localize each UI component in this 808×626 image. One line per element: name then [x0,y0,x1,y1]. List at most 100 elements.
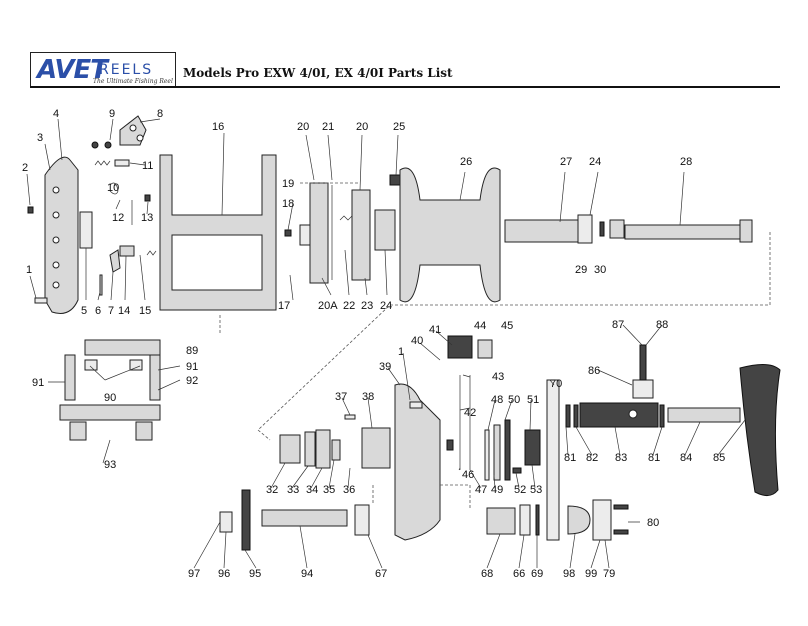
bearing-67 [354,504,370,536]
knob-45 [477,339,493,359]
label-80: 80 [647,517,659,529]
label-22: 22 [343,300,355,312]
part-25 [389,174,401,186]
label-81b: 81 [648,452,660,464]
label-87: 87 [612,319,624,331]
label-24: 24 [589,156,601,168]
pinion-94 [261,509,348,527]
label-90: 90 [104,392,116,404]
part-39 [409,401,423,409]
nut-90b [129,359,143,371]
label-46: 46 [462,469,474,481]
label-49: 49 [491,484,503,496]
part-99 [592,499,612,541]
clamp-screw-93a [69,421,87,441]
label-20b: 20 [356,121,368,133]
label-8: 8 [157,108,163,120]
label-38: 38 [362,391,374,403]
label-43: 43 [492,371,504,383]
handle-arm-83 [579,402,659,428]
screw-80b [613,529,629,535]
bearing-24 [374,209,396,251]
part-2 [27,206,34,214]
part-97 [219,511,233,533]
label-95: 95 [249,568,261,580]
shaft-27 [504,219,581,243]
label-10: 10 [107,182,119,194]
shaft-84 [667,407,741,423]
label-34: 34 [306,484,318,496]
part-32 [279,434,301,464]
label-12: 12 [112,212,124,224]
label-2: 2 [22,162,28,174]
label-29: 29 [575,264,587,276]
cap-98 [567,505,591,535]
label-21: 21 [322,121,334,133]
label-88: 88 [656,319,668,331]
knob-51 [524,429,541,466]
part-86 [632,379,654,399]
label-83: 83 [615,452,627,464]
part-38 [361,427,391,469]
gear-96 [241,489,251,551]
label-26: 26 [460,156,472,168]
frame-16 [159,154,277,311]
label-42: 42 [464,407,476,419]
label-68: 68 [481,568,493,580]
label-1: 1 [26,264,32,276]
label-51: 51 [527,394,539,406]
label-13: 13 [141,212,153,224]
label-15: 15 [139,305,151,317]
part-48 [484,429,490,481]
label-91b: 91 [186,361,198,373]
label-16: 16 [212,121,224,133]
part-30 [609,219,625,239]
label-98: 98 [563,568,575,580]
label-82: 82 [586,452,598,464]
part-13 [144,194,151,202]
clamp-93 [59,404,161,421]
handle-plate-70 [546,379,560,541]
screw-91a [64,354,76,401]
label-9: 9 [109,108,115,120]
nut-90a [84,359,98,371]
label-36: 36 [343,484,355,496]
label-91a: 91 [32,377,44,389]
part-5 [79,211,93,249]
label-28: 28 [680,156,692,168]
label-25: 25 [393,121,405,133]
label-35: 35 [323,484,335,496]
label-11: 11 [142,160,153,172]
label-97: 97 [188,568,200,580]
bar-89 [84,339,161,356]
washer-82 [573,404,579,428]
label-53: 53 [530,484,542,496]
label-20A: 20A [318,300,338,312]
label-92: 92 [186,375,198,387]
logo-reels: REELS [99,62,154,78]
label-5: 5 [81,305,87,317]
part-35 [331,439,341,461]
label-45: 45 [501,320,513,332]
logo-tagline: The Ultimate Fishing Reel [93,78,173,85]
handle-knob-85 [739,364,781,496]
bearing-66 [519,504,531,536]
label-84: 84 [680,452,692,464]
label-85: 85 [713,452,725,464]
label-69: 69 [531,568,543,580]
part-18 [284,229,292,237]
part-34 [315,429,331,469]
drag-washer-20A [309,182,329,284]
gear-28 [739,219,753,243]
part-68 [486,507,516,535]
label-86: 86 [588,365,600,377]
label-96: 96 [218,568,230,580]
label-7: 7 [108,305,114,317]
part-29 [599,221,605,237]
label-27: 27 [560,156,572,168]
part-33 [304,431,316,467]
drag-plate-23 [351,189,371,281]
label-89: 89 [186,345,198,357]
